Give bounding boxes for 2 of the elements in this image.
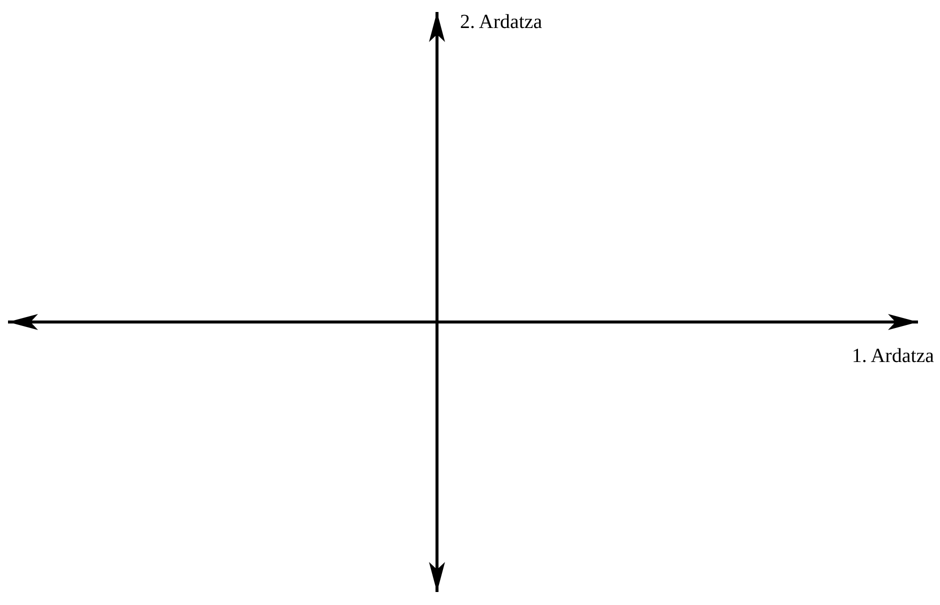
axis-label: 1. Ardatza	[852, 346, 934, 366]
axis-label: 2. Ardatza	[460, 12, 542, 32]
